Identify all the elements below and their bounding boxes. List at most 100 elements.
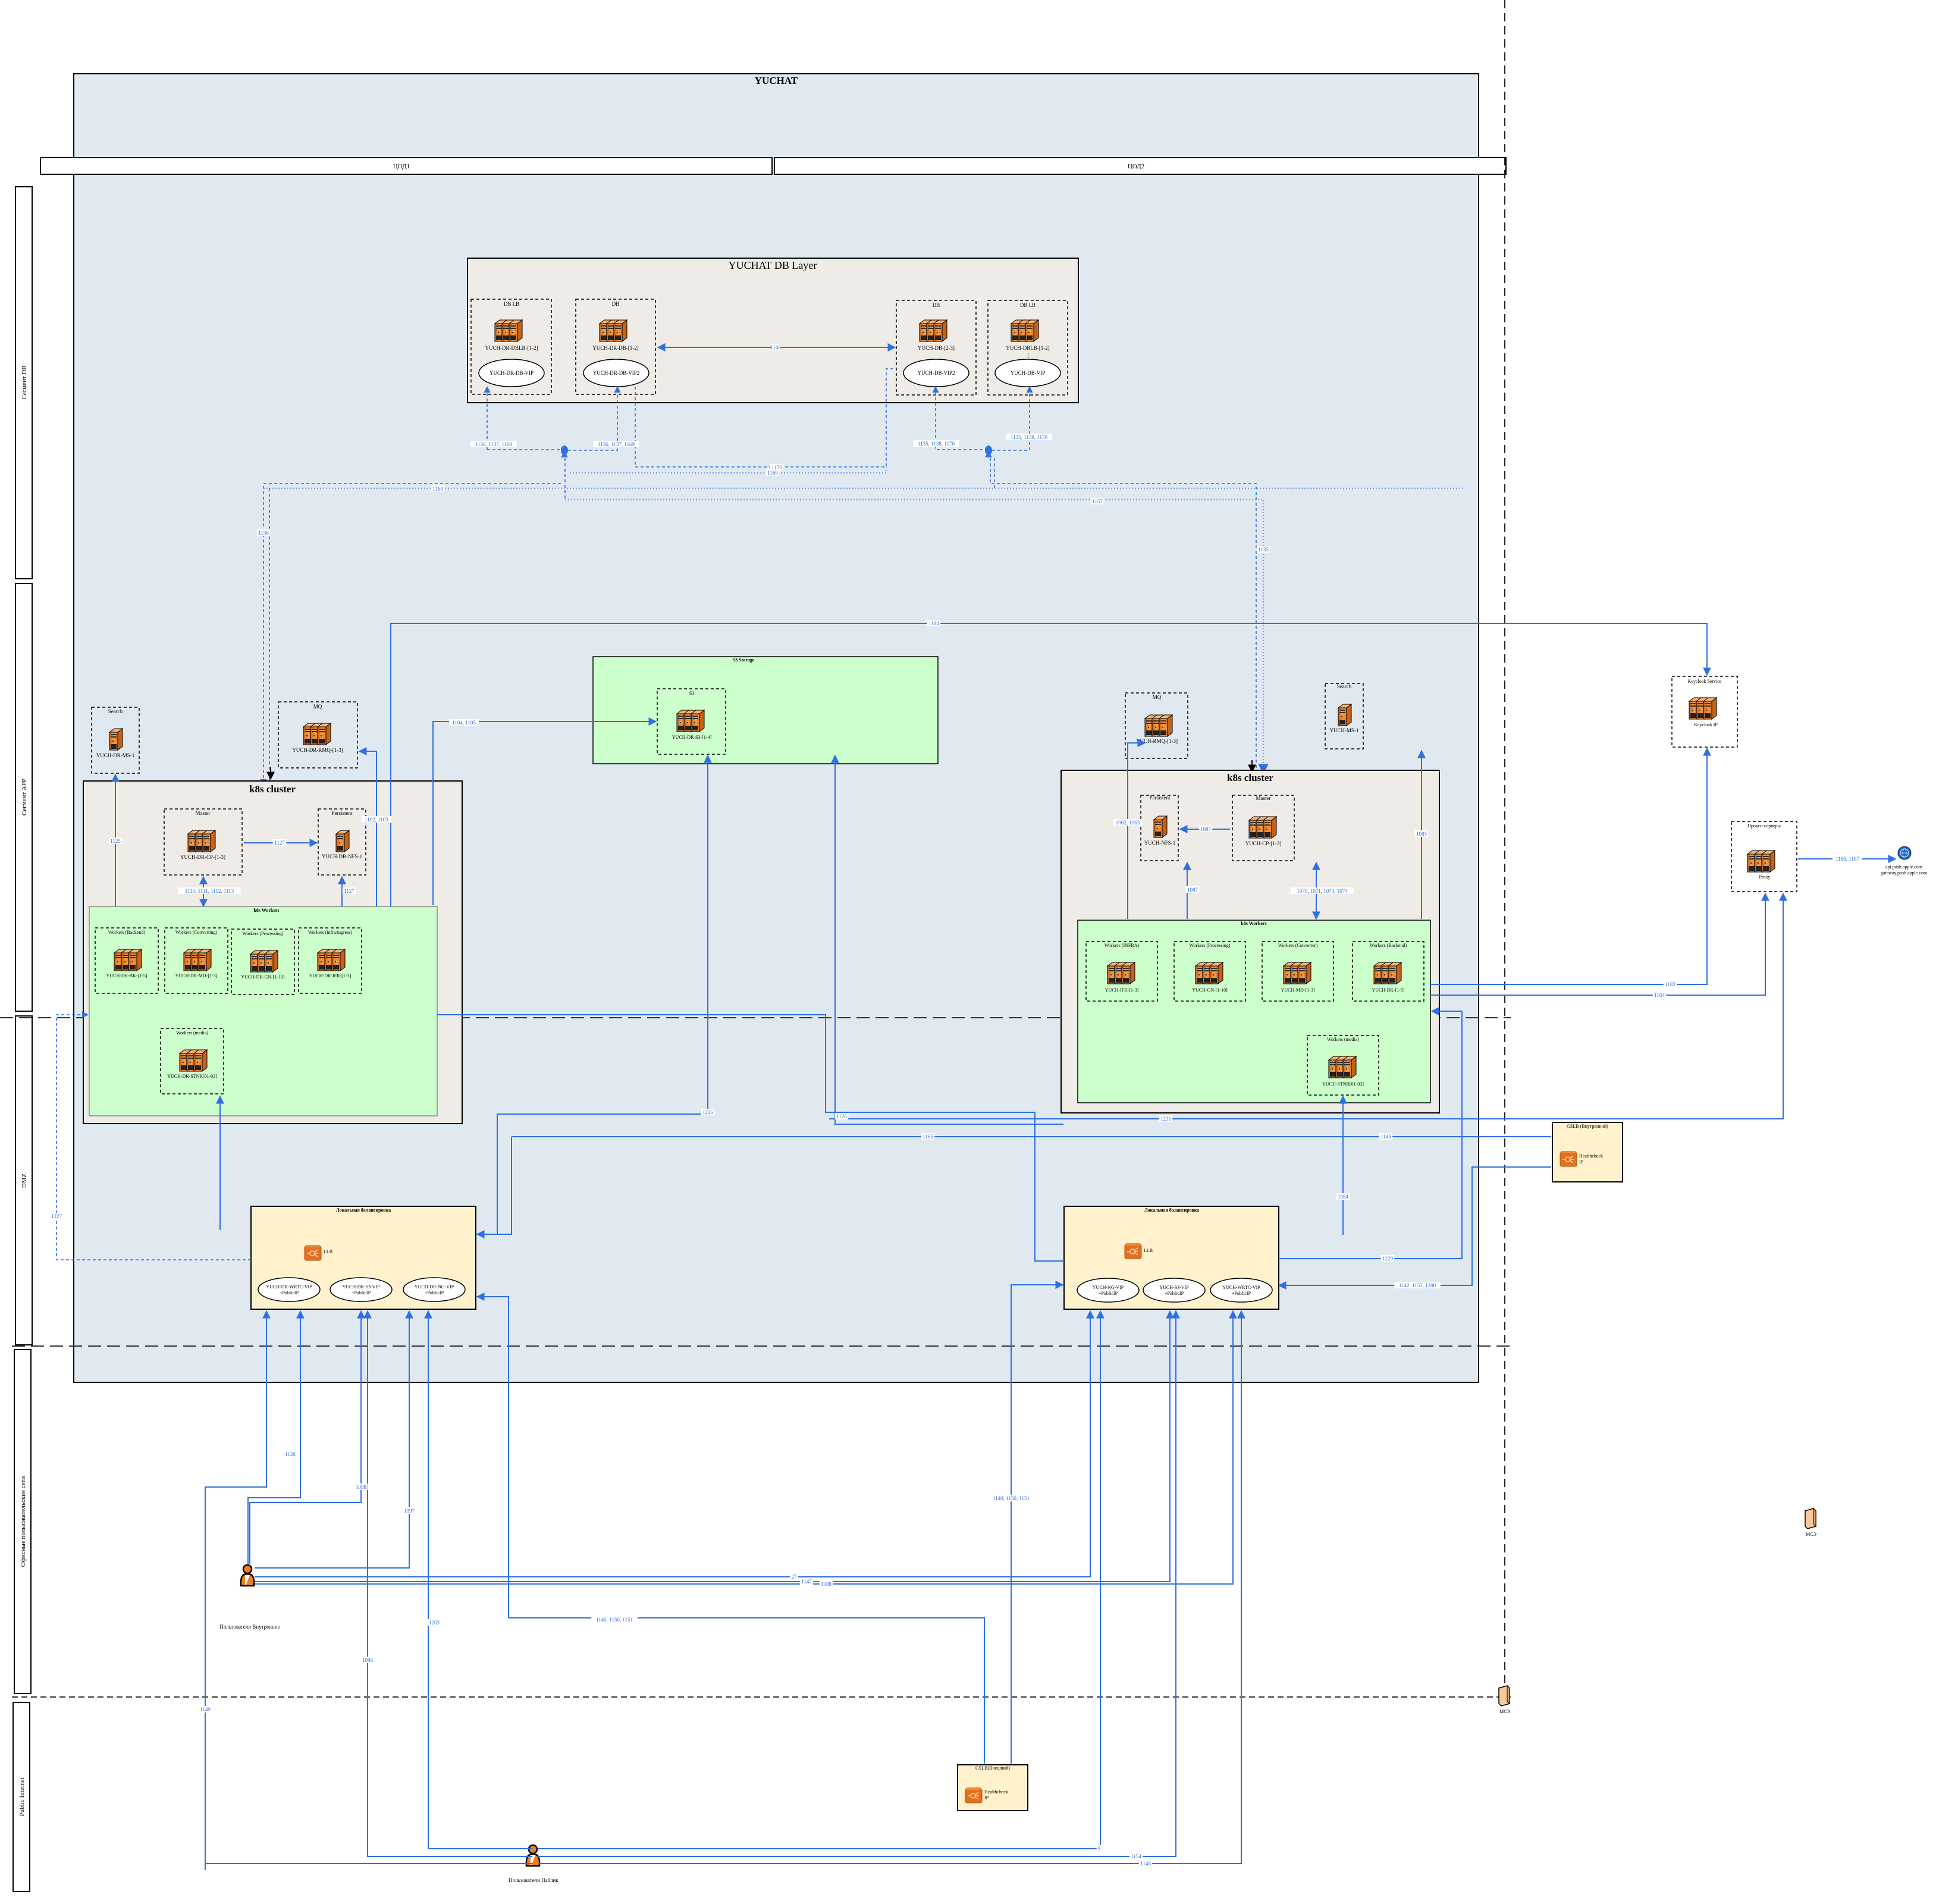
- gslb-title: GSLB(Внешний): [975, 1765, 1010, 1771]
- s3-storage: S3 Storage S3 YUCH-DR-S3-[1-4]: [592, 656, 939, 764]
- vip-ng[interactable]: [1077, 1278, 1140, 1303]
- vip-label: YUCH-DR-DB-VIP: [490, 370, 534, 376]
- edge-label-bg: [1380, 1255, 1395, 1262]
- vip-label: YUCH-DB-VIP2: [918, 370, 955, 376]
- server-icon: [1196, 962, 1223, 984]
- load-balancer-icon: [965, 1787, 983, 1803]
- dc2-k8s-cluster: k8s cluster Persistent YUCH-NFS-1 Master…: [1060, 770, 1440, 1113]
- edge-label-bg: [431, 485, 445, 492]
- edge-label-e1147: 1147: [801, 1579, 812, 1585]
- edge-label-e1135: 1135: [1258, 547, 1269, 553]
- edge-label-bg: [1256, 546, 1270, 553]
- group-title: Workers (media): [176, 1030, 208, 1036]
- edge-label-bg: [1138, 1860, 1153, 1867]
- apple-host-2: gateway.push.apple.com: [1881, 870, 1928, 876]
- dc1-k8s-cluster: k8s cluster Master YUCH-DR-CP-[1-3] Pers…: [83, 780, 463, 1124]
- group-title: DB: [933, 302, 940, 308]
- workers-title: k8s Workers: [1241, 921, 1266, 926]
- server-label: YUCH-BK-[1-5]: [1372, 987, 1404, 993]
- vip-wrtc[interactable]: [258, 1277, 321, 1302]
- group-title: Workers (Processing): [243, 931, 284, 936]
- group-title: Workers (Backend): [1370, 943, 1407, 948]
- dc2-mq: MQ YUCH-RMQ-[1-3]: [1125, 692, 1188, 759]
- vip-label: YUCH-WRTC-VIP: [1222, 1285, 1260, 1290]
- vip-label: YUCH-DR-WRTC-VIP: [266, 1284, 312, 1290]
- edge-label-e27: 27: [792, 1574, 798, 1580]
- edge-label-bg: [272, 839, 287, 846]
- server-icon: [303, 723, 331, 745]
- edge-label-bg: [360, 1657, 375, 1663]
- server-icon: [184, 949, 211, 971]
- vip-s3[interactable]: [330, 1277, 393, 1302]
- db-group-dc2-lb: DB LB YUCH-DBLB-[1-2] ] YUCH-DB-VIP: [987, 300, 1068, 396]
- server-label: YUCH-DR-DB-[1-2]: [592, 345, 639, 351]
- group-title: Workers (Converter): [1278, 943, 1318, 948]
- edge-label-bg: [1006, 434, 1052, 440]
- dc2-worker-1: Workers (Processing) YUCH-GN-[1-10]: [1173, 941, 1246, 1002]
- server-label: YUCH-NFS-1: [1144, 840, 1176, 846]
- server-icon: [677, 710, 704, 732]
- llb-title: Локальная балансировка: [1144, 1207, 1199, 1213]
- server-icon: [1284, 962, 1311, 984]
- server-icon: [1011, 320, 1038, 341]
- edge-label-e1127a: 1127: [274, 840, 285, 846]
- group-title: Persistent: [332, 810, 353, 816]
- gslb-title: GSLB (Внутренний): [1567, 1124, 1608, 1129]
- edge-label-bg: [1159, 1115, 1173, 1122]
- workers-title: k8s Workers: [253, 908, 279, 913]
- lane-dmz: [15, 1015, 33, 1345]
- edge-label-e1085: 1085: [1416, 831, 1427, 837]
- edge-label-bg: [1291, 887, 1354, 894]
- db-layer: YUCHAT DB Layer DB LB YUCH-DR-DBLB-[1-2]…: [467, 258, 1079, 403]
- server-icon: [250, 951, 278, 972]
- k8s-title: k8s cluster: [249, 783, 296, 795]
- dc2-search: Search YUCH-MS-1: [1325, 683, 1364, 749]
- vip-s3[interactable]: [1143, 1278, 1206, 1303]
- firewall-label: МСЭ: [1806, 1532, 1816, 1537]
- server-icon: [114, 949, 142, 971]
- edge-label-bg: [1663, 981, 1677, 987]
- server-icon: [1145, 715, 1172, 736]
- group-title: Workers (Backend): [108, 930, 146, 935]
- group-title: Workers (INFRA): [1105, 943, 1140, 948]
- k8s-title: k8s cluster: [1227, 772, 1273, 783]
- server-icon: [109, 728, 123, 751]
- edge-label-e1226: 1226: [702, 1109, 714, 1115]
- edge-label-e1157: 1157: [1092, 498, 1103, 504]
- server-icon: [1747, 851, 1775, 872]
- edge-label-bg: [799, 1578, 814, 1585]
- vip-sublabel: +PublicIP: [425, 1290, 444, 1296]
- server-icon: [600, 320, 627, 341]
- db-pin-icon-dc2: [985, 446, 992, 457]
- server-label: YUCH-DR-S3-[1-4]: [672, 735, 712, 740]
- dc2-persistent: Persistent YUCH-NFS-1: [1140, 795, 1179, 861]
- edge-label-bg: [449, 719, 479, 726]
- edge-label-e1126: 1126: [836, 1113, 847, 1119]
- edge-label-bg: [1129, 1853, 1143, 1859]
- edge-label-e1127b: 1127: [344, 888, 354, 894]
- group-title: DB: [612, 301, 620, 307]
- edge-label-e1154: 1154: [1131, 1853, 1141, 1859]
- vip-ng[interactable]: [403, 1277, 466, 1302]
- lane-dmz-label: DMZ: [21, 1174, 28, 1188]
- firewall-icon: [1805, 1508, 1816, 1529]
- vip-label: YUCH-DR-DB-VIP2: [593, 370, 640, 376]
- vip-sublabel: +PublicIP: [352, 1290, 371, 1296]
- edge-label-e1170: 1170: [771, 465, 782, 470]
- column-dc1: [40, 157, 773, 175]
- edge-label-bg: [770, 464, 784, 470]
- vip-wrtc[interactable]: [1210, 1278, 1273, 1303]
- load-balancer-icon: [1560, 1150, 1577, 1167]
- edge-label-bg: [790, 1573, 798, 1580]
- server-label: YUCH-DB-[2-3]: [918, 345, 955, 351]
- group-title: MQ: [1153, 694, 1162, 700]
- edge-label-bg: [1414, 830, 1429, 837]
- gslb-label: Healthcheck: [984, 1789, 1008, 1795]
- edge-label-e1088: 1088: [821, 1581, 832, 1587]
- group-title: Keycloak Service: [1688, 679, 1722, 684]
- firewall-1: МСЭ: [1805, 1508, 1816, 1537]
- edge-label-bg: [470, 441, 517, 447]
- firewall-2: МСЭ: [1498, 1685, 1510, 1714]
- vip-node[interactable]: [478, 359, 545, 387]
